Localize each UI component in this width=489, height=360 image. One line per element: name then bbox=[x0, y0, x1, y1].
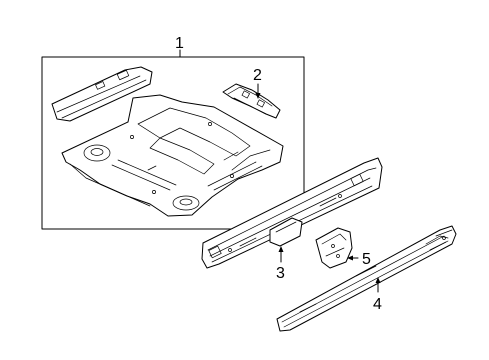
rocker-part-4 bbox=[276, 225, 457, 332]
leader-arrow-2 bbox=[255, 93, 261, 99]
leader-arrow-5 bbox=[347, 255, 353, 261]
callout-3: 3 bbox=[276, 265, 285, 282]
leader-arrow-3 bbox=[278, 246, 284, 252]
callout-2: 2 bbox=[253, 67, 262, 84]
bracket-part-2 bbox=[222, 83, 281, 119]
callout-5: 5 bbox=[362, 251, 371, 268]
leader-arrow-4 bbox=[375, 277, 381, 283]
gusset-part-5 bbox=[315, 227, 353, 269]
callout-4: 4 bbox=[373, 296, 382, 313]
reinforcement-rail-part-3 bbox=[201, 157, 383, 269]
callout-1: 1 bbox=[175, 35, 184, 52]
floor-pan bbox=[51, 66, 284, 217]
